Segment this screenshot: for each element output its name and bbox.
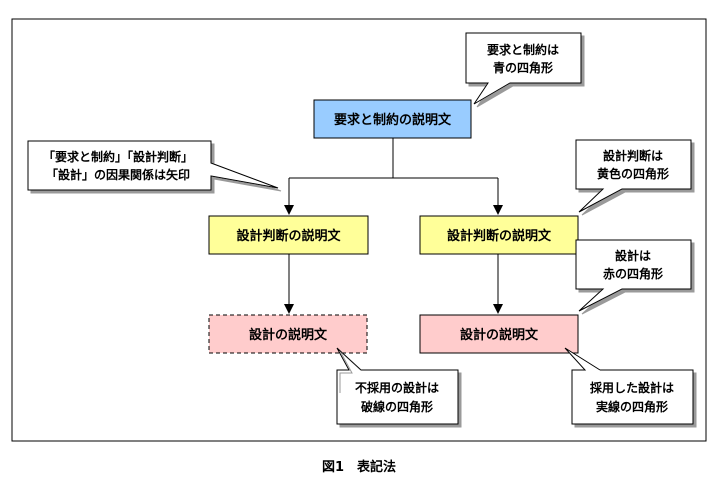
callout-design-color-line1: 設計は bbox=[615, 248, 651, 263]
callout-rejected-style bbox=[336, 347, 459, 425]
callout-rejected-style-line1: 不採用の設計は bbox=[355, 380, 439, 395]
callout-design-color bbox=[575, 239, 692, 312]
callout-arrows-meaning-line2: 「設計」の因果関係は矢印 bbox=[46, 167, 190, 182]
connectors bbox=[284, 138, 503, 314]
callout-design-color-line2: 赤の四角形 bbox=[603, 266, 663, 281]
callout-rejected-style-line2: 破線の四角形 bbox=[361, 399, 433, 414]
node-requirement-box bbox=[313, 99, 472, 139]
node-design-adopted: 設計の説明文 bbox=[419, 314, 579, 354]
callout-adopted-style-line1: 採用した設計は bbox=[590, 380, 674, 395]
node-design-rejected-label: 設計の説明文 bbox=[249, 327, 328, 343]
callout-rejected-style-shape bbox=[337, 348, 458, 424]
callout-arrows-meaning-line1: 「要求と制約」「設計判断」 bbox=[43, 149, 193, 164]
callout-design-color-shape bbox=[575, 239, 692, 312]
callout-decision-color-line2: 黄色の四角形 bbox=[597, 166, 669, 181]
node-design-adopted-box bbox=[419, 314, 579, 354]
node-requirement: 要求と制約の説明文 bbox=[313, 99, 472, 139]
node-decision-right-box bbox=[419, 215, 579, 255]
node-decision-left-box bbox=[208, 215, 369, 255]
node-decision-left: 設計判断の説明文 bbox=[208, 215, 369, 255]
node-design-adopted-label: 設計の説明文 bbox=[460, 327, 539, 343]
callout-requirement-color-shape bbox=[465, 32, 582, 105]
callout-adopted-style-line2: 実線の四角形 bbox=[596, 399, 668, 414]
callout-requirement-color-line1: 要求と制約は bbox=[487, 42, 559, 57]
callout-adopted-style bbox=[564, 347, 694, 425]
callout-arrows-meaning-shape bbox=[27, 140, 279, 191]
node-design-rejected: 設計の説明文 bbox=[208, 314, 368, 354]
node-design-rejected-box bbox=[208, 314, 368, 354]
callout-requirement-color-line2: 青の四角形 bbox=[493, 60, 553, 75]
node-decision-left-label: 設計判断の説明文 bbox=[236, 228, 341, 244]
node-decision-right: 設計判断の説明文 bbox=[419, 215, 579, 255]
callout-requirement-color bbox=[465, 32, 582, 105]
node-requirement-label: 要求と制約の説明文 bbox=[334, 112, 452, 128]
node-decision-right-label: 設計判断の説明文 bbox=[447, 228, 552, 244]
figure-caption: 図1 表記法 bbox=[322, 459, 396, 475]
callout-decision-color-shape bbox=[575, 139, 692, 213]
callout-decision-color-line1: 設計判断は bbox=[603, 148, 663, 163]
callout-decision-color bbox=[575, 139, 692, 213]
callout-adopted-style-shape bbox=[564, 347, 694, 425]
callout-arrows-meaning bbox=[27, 140, 279, 191]
